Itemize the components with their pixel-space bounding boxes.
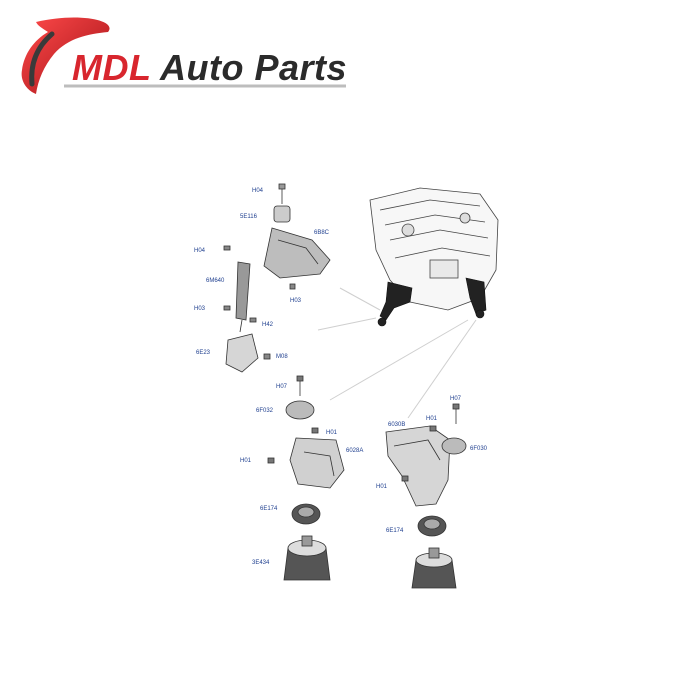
part-label: 6028A	[346, 448, 363, 454]
part-label: H07	[276, 384, 288, 390]
engine-mount-diagram: H04 5E116 6B8C H04 6M640 H03 H03 H42 6E2…	[194, 183, 499, 589]
part-label: 6E174	[386, 528, 404, 534]
brand-name: MDL Auto Parts	[72, 50, 347, 86]
left-mount-assembly	[267, 375, 345, 581]
part-label: H01	[376, 484, 388, 490]
part-label: H01	[240, 458, 252, 464]
part-label: 6F032	[256, 408, 274, 414]
brand-name-mdl: MDL	[72, 47, 151, 88]
part-label: 6030B	[388, 422, 405, 428]
part-label: H04	[194, 248, 206, 254]
swoosh-emblem-icon	[21, 17, 346, 94]
part-label: H07	[450, 396, 462, 402]
engine-mount-brackets	[377, 277, 487, 327]
part-label: 6B8C	[314, 230, 330, 236]
part-label: H42	[262, 322, 274, 328]
part-label: 5E116	[240, 214, 258, 220]
part-label: 3E434	[252, 560, 270, 566]
part-label: 6E23	[196, 350, 211, 356]
part-label: 6F030	[470, 446, 488, 452]
upper-mount-assembly	[223, 183, 331, 373]
part-labels: H04 5E116 6B8C H04 6M640 H03 H03 H42 6E2…	[194, 188, 488, 566]
leader-lines	[317, 287, 477, 419]
part-label: H03	[194, 306, 206, 312]
brand-logo: MDL Auto Parts	[8, 14, 358, 104]
part-label: H01	[426, 416, 438, 422]
part-label: 6M640	[206, 278, 225, 284]
part-label: 6E174	[260, 506, 278, 512]
right-mount-assembly	[385, 403, 467, 589]
part-label: H03	[290, 298, 302, 304]
part-label: H01	[326, 430, 338, 436]
part-label: H04	[252, 188, 264, 194]
brand-name-rest: Auto Parts	[150, 47, 348, 88]
part-label: M08	[276, 354, 288, 360]
